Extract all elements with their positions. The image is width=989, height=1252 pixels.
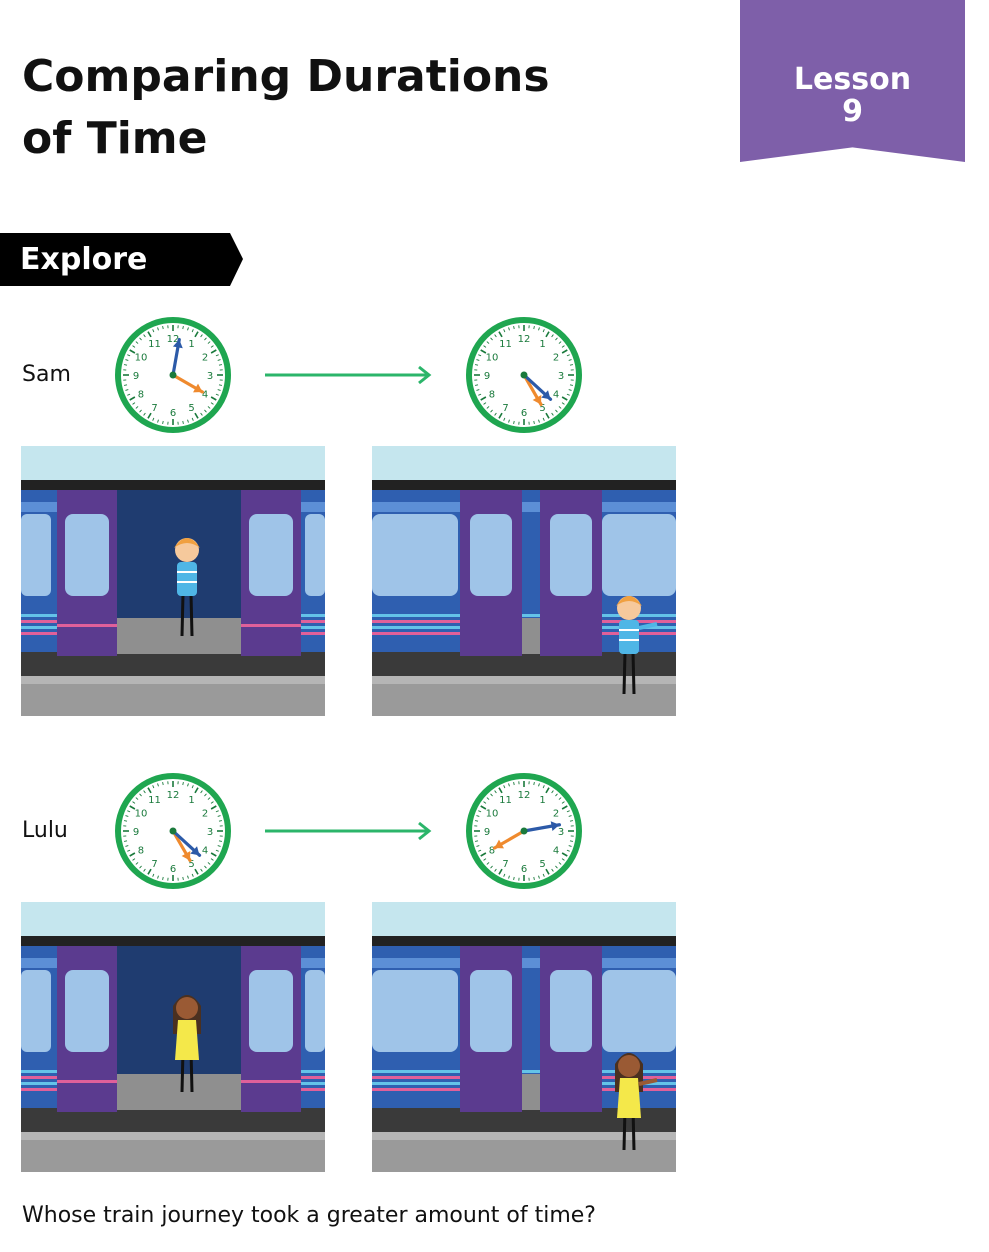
clock-numeral: 7 xyxy=(151,403,157,414)
clock-numeral: 5 xyxy=(539,403,545,414)
lesson-number: 9 xyxy=(842,94,863,129)
clock-numeral: 7 xyxy=(502,403,508,414)
clock-numeral: 8 xyxy=(138,390,144,401)
arrow-right-icon xyxy=(265,365,432,385)
clock-numeral: 7 xyxy=(151,859,157,870)
clock-numeral: 10 xyxy=(486,809,499,820)
clock-numeral: 3 xyxy=(558,827,564,838)
clock-numeral: 5 xyxy=(188,403,194,414)
row-name-sam: Sam xyxy=(22,362,71,387)
train-scene-image xyxy=(372,902,676,1172)
clock-numeral: 4 xyxy=(202,390,208,401)
boy-figure xyxy=(174,538,200,637)
clock-numeral: 8 xyxy=(489,846,495,857)
clock-numeral: 3 xyxy=(558,371,564,382)
clock-numeral: 7 xyxy=(502,859,508,870)
clock-numeral: 1 xyxy=(188,339,194,350)
clock-numeral: 12 xyxy=(167,790,180,801)
clock-numeral: 10 xyxy=(135,809,148,820)
train-scene-image xyxy=(21,446,325,716)
clock-numeral: 2 xyxy=(202,809,208,820)
clock-numeral: 2 xyxy=(553,353,559,364)
lesson-label: Lesson xyxy=(793,62,912,97)
train-scene-image xyxy=(372,446,676,716)
clock-numeral: 12 xyxy=(518,790,531,801)
clock-numeral: 8 xyxy=(138,846,144,857)
clock-numeral: 6 xyxy=(170,408,176,419)
clock-numeral: 4 xyxy=(553,390,559,401)
title-line-1: Comparing Durations xyxy=(22,51,550,102)
clock-numeral: 2 xyxy=(202,353,208,364)
clock-numeral: 9 xyxy=(484,827,490,838)
clock-numeral: 2 xyxy=(553,809,559,820)
train-scene-image xyxy=(21,902,325,1172)
clock-numeral: 5 xyxy=(188,859,194,870)
clock-numeral: 5 xyxy=(539,859,545,870)
girl-figure xyxy=(615,1053,658,1151)
clock-numeral: 10 xyxy=(135,353,148,364)
question-text: Whose train journey took a greater amoun… xyxy=(22,1203,596,1228)
clock-numeral: 9 xyxy=(133,371,139,382)
page-title: Comparing Durations of Time xyxy=(22,46,622,170)
clock-numeral: 6 xyxy=(170,864,176,875)
explore-label: Explore xyxy=(20,242,148,277)
clock-numeral: 11 xyxy=(148,339,161,350)
lesson-banner: Lesson 9 xyxy=(740,0,965,162)
clock-numeral: 1 xyxy=(539,339,545,350)
clock-numeral: 12 xyxy=(167,334,180,345)
clock-numeral: 10 xyxy=(486,353,499,364)
clock-numeral: 9 xyxy=(484,371,490,382)
clock-numeral: 9 xyxy=(133,827,139,838)
arrow-right-icon xyxy=(265,821,432,841)
clock-numeral: 11 xyxy=(499,339,512,350)
explore-section-tag: Explore xyxy=(0,233,243,286)
clock-numeral: 1 xyxy=(539,795,545,806)
clock-numeral: 11 xyxy=(148,795,161,806)
title-line-2: of Time xyxy=(22,113,208,164)
girl-figure xyxy=(173,995,201,1093)
clock-numeral: 4 xyxy=(202,846,208,857)
row-name-lulu: Lulu xyxy=(22,818,68,843)
clock-numeral: 3 xyxy=(207,371,213,382)
clock-numeral: 3 xyxy=(207,827,213,838)
clock-numeral: 6 xyxy=(521,864,527,875)
clock-numeral: 6 xyxy=(521,408,527,419)
clock-numeral: 1 xyxy=(188,795,194,806)
clock-numeral: 4 xyxy=(553,846,559,857)
clock-numeral: 11 xyxy=(499,795,512,806)
clock-numeral: 12 xyxy=(518,334,531,345)
clock-numeral: 8 xyxy=(489,390,495,401)
boy-figure xyxy=(616,596,658,695)
